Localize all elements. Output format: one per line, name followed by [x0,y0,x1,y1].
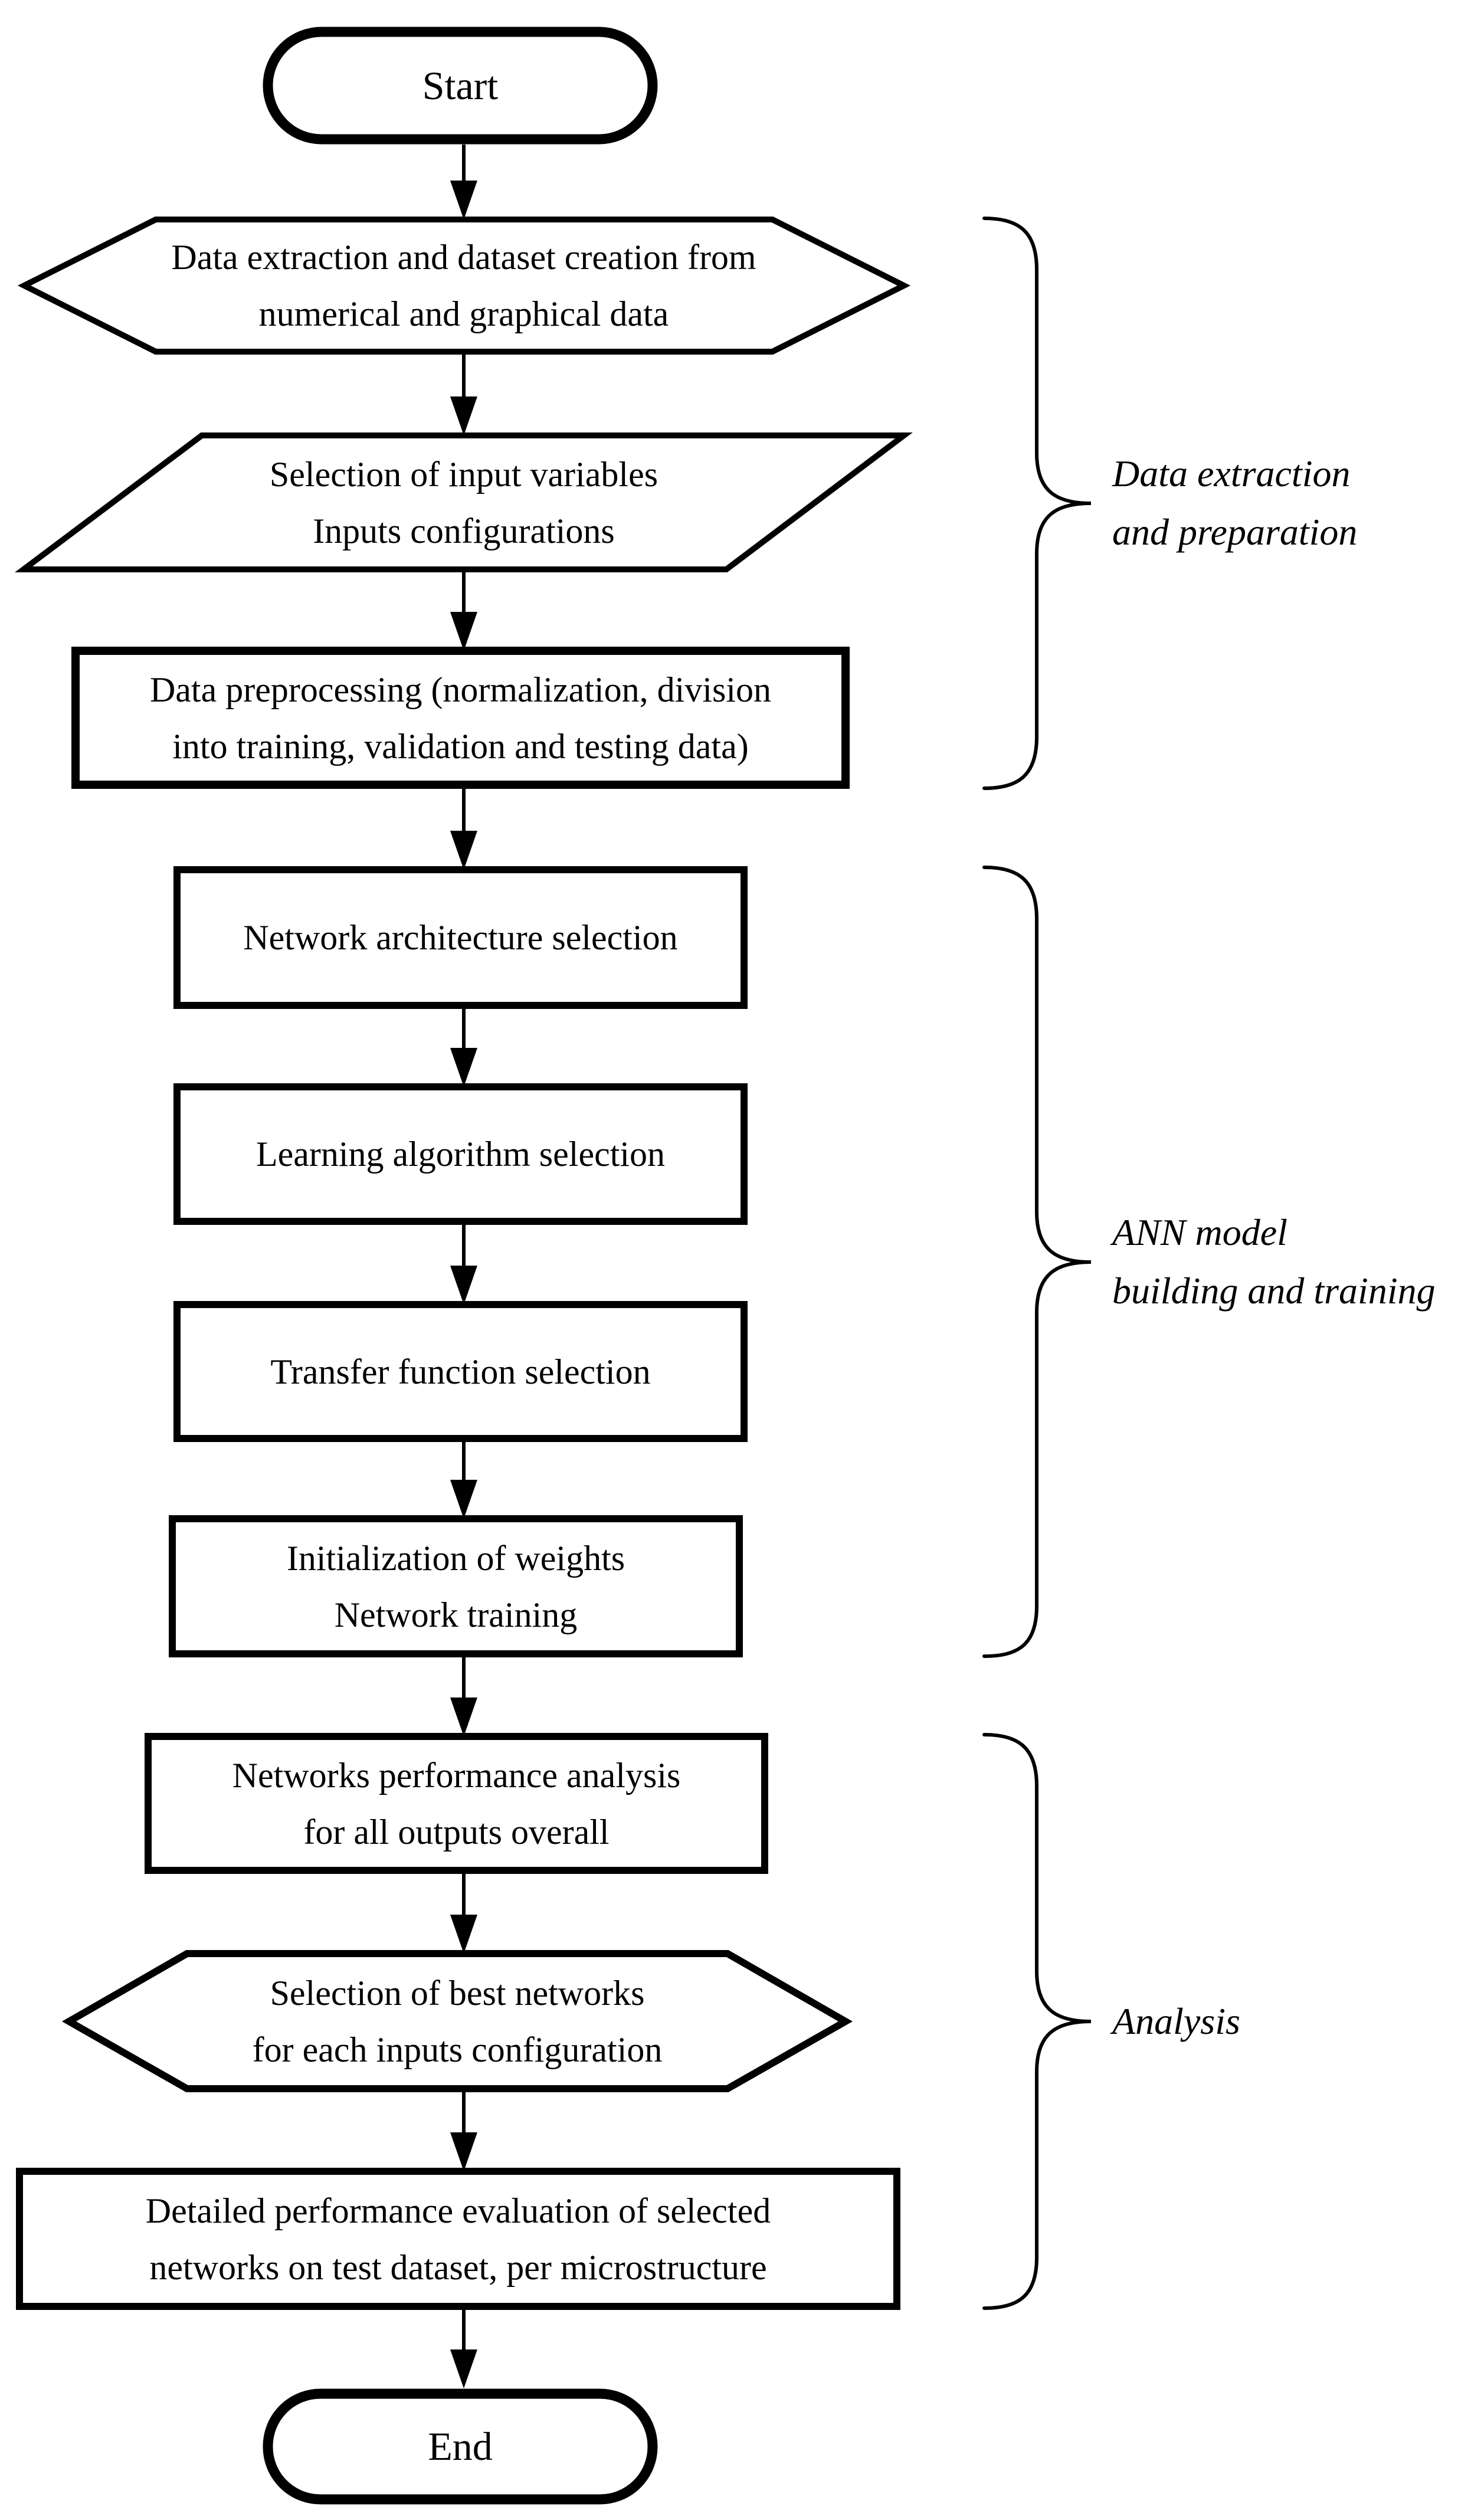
learning-algorithm-process-shape [173,1083,748,1225]
architecture-node-label: Network architecture selection [243,918,678,957]
arrow-input-selection-to-preprocessing [450,569,477,651]
preprocessing-process-shape [71,647,850,789]
architecture-process-shape [173,866,748,1009]
preprocessing-node-label: Data preprocessing (normalization, divis… [149,670,772,766]
input-selection-node-label: Selection of input variables Inputs conf… [269,454,658,550]
arrow-data-extraction-to-input-selection [450,352,477,435]
transfer-function-node-label: Transfer function selection [270,1352,651,1391]
end-node-label: End [428,2424,493,2469]
arrow-architecture-to-learning-algorithm [450,1005,477,1087]
arrow-learning-algorithm-to-transfer-function [450,1221,477,1305]
phase-label-analysis: Analysis [1112,2000,1240,2043]
data-extraction-node-label: Data extraction and dataset creation fro… [171,238,756,333]
end-terminator-shape [263,2388,658,2505]
phase-label-data-extraction-preparation: Data extraction and preparation [1112,452,1358,553]
arrow-preprocessing-to-architecture [450,785,477,870]
performance-analysis-node-label: Networks performance analysis for all ou… [232,1755,681,1852]
start-terminator-shape [263,27,658,145]
detailed-evaluation-node-label: Detailed performance evaluation of selec… [145,2191,771,2287]
phase-brace-ann-model-building-training [982,866,1092,1658]
phase-brace-analysis [982,1733,1092,2310]
initialization-process-shape [169,1515,743,1657]
initialization-node-label: Initialization of weights Network traini… [286,1538,625,1634]
arrow-initialization-to-performance-analysis [450,1654,477,1736]
best-networks-node-label: Selection of best networks for each inpu… [252,1973,663,2069]
arrow-transfer-function-to-initialization [450,1438,477,1519]
arrow-performance-analysis-to-best-networks [450,1870,477,1954]
phase-label-ann-model-building-training: ANN model building and training [1112,1211,1436,1312]
data-extraction-hexagon-shape [17,217,911,355]
learning-algorithm-node-label: Learning algorithm selection [255,1135,666,1174]
performance-analysis-process-shape [145,1733,768,1874]
transfer-function-process-shape [173,1301,748,1442]
arrow-detailed-evaluation-to-end [450,2306,477,2388]
start-node-label: Start [422,63,499,108]
input-selection-parallelogram-shape [15,432,913,572]
best-networks-hexagon-shape [61,1950,853,2092]
detailed-evaluation-process-shape [16,2168,900,2310]
arrow-start-to-data-extraction [450,145,477,219]
phase-brace-data-extraction-preparation [982,217,1092,790]
arrow-best-networks-to-detailed-evaluation [450,2089,477,2171]
